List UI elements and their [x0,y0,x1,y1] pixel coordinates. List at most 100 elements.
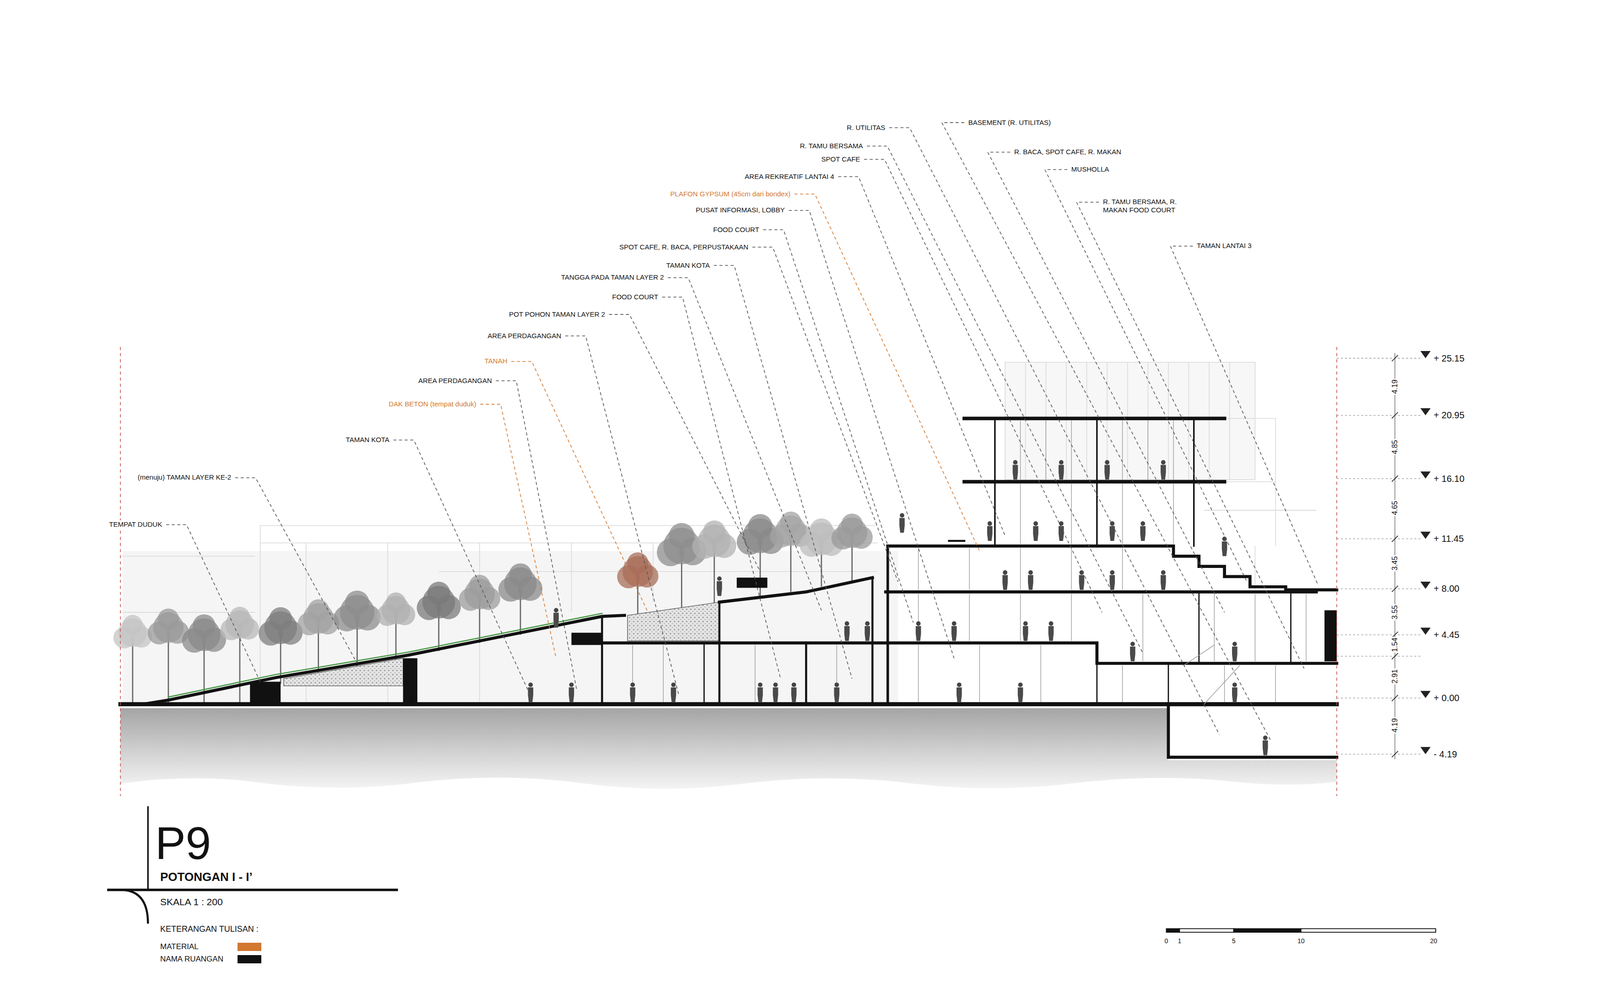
people [1079,575,1085,590]
trees [122,615,143,636]
people [834,682,839,687]
people [951,626,957,641]
struct [168,613,603,698]
triangles [1420,627,1431,635]
scale-number: 20 [1430,936,1438,945]
art [120,346,1337,796]
glass [1020,420,1174,480]
room-callout: SPOT CAFE [820,155,862,164]
leaders [1044,169,1247,582]
trees [157,608,179,631]
bg-build [1204,418,1317,590]
trees [748,513,773,539]
people [670,687,677,703]
leaders [1170,246,1319,586]
struct [703,591,1291,704]
struct [249,681,281,705]
leaders [987,152,1225,613]
people [1028,570,1033,575]
art [166,122,1319,741]
people [1130,641,1136,647]
dimension: 3.45 [1390,555,1400,572]
art [120,418,1337,757]
room-callout: (menuju) TAMAN LAYER KE-2 [136,473,233,482]
struct [120,702,1337,707]
room-callout: BASEMENT (R. UTILITAS) [967,118,1052,127]
trees [702,520,726,544]
struct [887,545,1337,590]
people [1109,570,1115,575]
glass [1020,483,1174,545]
people [864,626,871,641]
people [899,518,905,533]
leaders [166,524,261,682]
people [1161,570,1166,575]
people [1129,646,1136,662]
scalebar [1166,928,1180,933]
people [899,513,905,518]
trees [132,638,134,705]
triangles [1420,471,1431,479]
room-callout: R. BACA, SPOT CAFE, R. MAKAN [1013,147,1130,157]
people [864,621,870,627]
trees [508,563,532,587]
leaders [794,194,980,552]
people [1109,575,1115,590]
room-callout: R. TAMU BERSAMA [799,141,865,151]
drawing-number: P9 [155,820,211,866]
people [568,687,575,703]
trees [668,523,695,549]
people [1140,526,1146,541]
leaders [609,314,761,572]
art [122,362,1317,705]
people [1048,626,1055,641]
leaders [565,335,679,694]
people [916,621,921,627]
people [1022,626,1029,641]
trees [307,599,330,622]
drawing-title: POTONGAN I - I’ [160,870,253,885]
leaders [752,247,898,582]
triangles [1420,691,1431,699]
art [632,420,1307,705]
leaders [667,277,822,611]
leaders [713,265,853,679]
leaders [789,210,955,659]
leaders [866,145,1143,654]
people [1002,575,1008,590]
people [1104,459,1110,465]
people [791,687,797,703]
trees [468,574,491,597]
leaders [1076,202,1304,669]
people [1263,735,1268,741]
people [844,626,850,641]
elevation-mark: + 8.00 [1433,583,1460,595]
people [1232,687,1238,703]
people [1058,464,1065,480]
people [773,682,779,687]
room-callout: R. TAMU BERSAMA, R. MAKAN FOOD COURT [1102,197,1203,215]
legend-swatch [237,942,261,952]
room-callout: TAMAN LANTAI 3 [1195,241,1253,250]
people [987,526,993,541]
people [1033,521,1038,526]
people [1012,464,1019,480]
scale-number: 10 [1297,936,1305,945]
bg-build [1025,362,1230,480]
titleblock [120,890,148,925]
trees [427,581,451,605]
triangles [1420,351,1431,359]
art [1166,928,1436,933]
glass [918,547,1123,590]
people [528,682,533,687]
leaders [837,176,1006,536]
people [1161,459,1166,465]
elevation-mark: - 4.19 [1433,748,1458,760]
glass [632,644,1276,703]
leaders [511,361,649,613]
legend-text: MATERIAL [160,942,199,952]
struct [142,615,625,705]
leaders [763,229,914,623]
scalebar [1301,928,1436,933]
people [717,576,722,581]
